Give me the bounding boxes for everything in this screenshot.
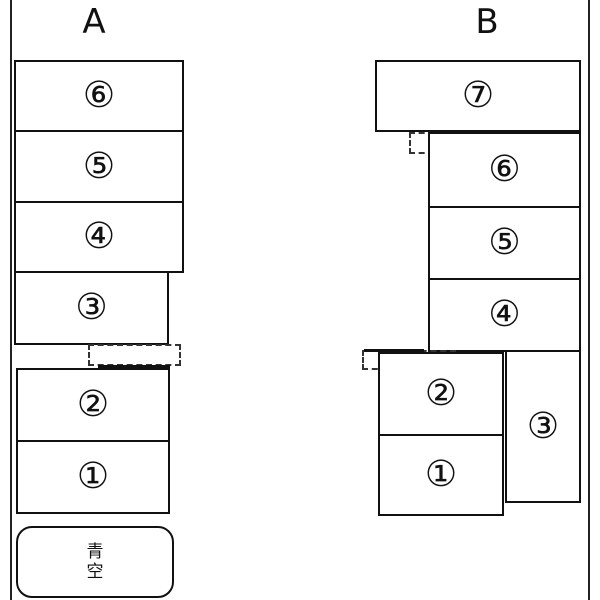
a-block-1-label: ① bbox=[76, 456, 110, 497]
b-block-5-label: ⑤ bbox=[488, 222, 521, 263]
b-block-7: ⑦ bbox=[375, 60, 581, 132]
a-block-2: ② bbox=[16, 368, 170, 442]
b-block-2: ② bbox=[378, 352, 504, 436]
a-block-6-label: ⑥ bbox=[82, 75, 116, 116]
note-line-1: 青 bbox=[86, 542, 104, 562]
b-block-3: ③ bbox=[505, 350, 581, 503]
left-border-line bbox=[10, 0, 12, 600]
a-block-5-label: ⑤ bbox=[82, 145, 116, 187]
right-border-line bbox=[588, 0, 590, 600]
a-block-6: ⑥ bbox=[14, 60, 184, 132]
b-block-7-label: ⑦ bbox=[461, 75, 495, 116]
note-box: 青 空 bbox=[16, 526, 174, 598]
b-block-1-label: ① bbox=[424, 454, 458, 495]
a-block-4: ④ bbox=[14, 201, 184, 273]
b-block-1: ① bbox=[378, 434, 504, 516]
column-b-label: B bbox=[475, 2, 499, 42]
a-block-4-label: ④ bbox=[82, 216, 116, 257]
a-block-3-label: ③ bbox=[75, 287, 108, 328]
note-line-2: 空 bbox=[86, 562, 104, 582]
b-block-4-label: ④ bbox=[488, 294, 521, 335]
a-block-5: ⑤ bbox=[14, 130, 184, 203]
a-block-1: ① bbox=[16, 440, 170, 514]
a-insertion-mark bbox=[98, 365, 170, 368]
b-block-4: ④ bbox=[428, 278, 581, 352]
b-block-6-label: ⑥ bbox=[488, 149, 521, 190]
a-dashed-slot bbox=[88, 344, 181, 366]
a-block-2-label: ② bbox=[76, 384, 110, 425]
column-a-label: A bbox=[82, 2, 106, 42]
b-block-2-label: ② bbox=[424, 373, 458, 414]
a-block-3: ③ bbox=[14, 271, 169, 345]
b-block-3-label: ③ bbox=[526, 405, 560, 447]
b-block-5: ⑤ bbox=[428, 206, 581, 280]
b-insertion-mark bbox=[364, 349, 424, 352]
b-block-6: ⑥ bbox=[428, 132, 581, 208]
